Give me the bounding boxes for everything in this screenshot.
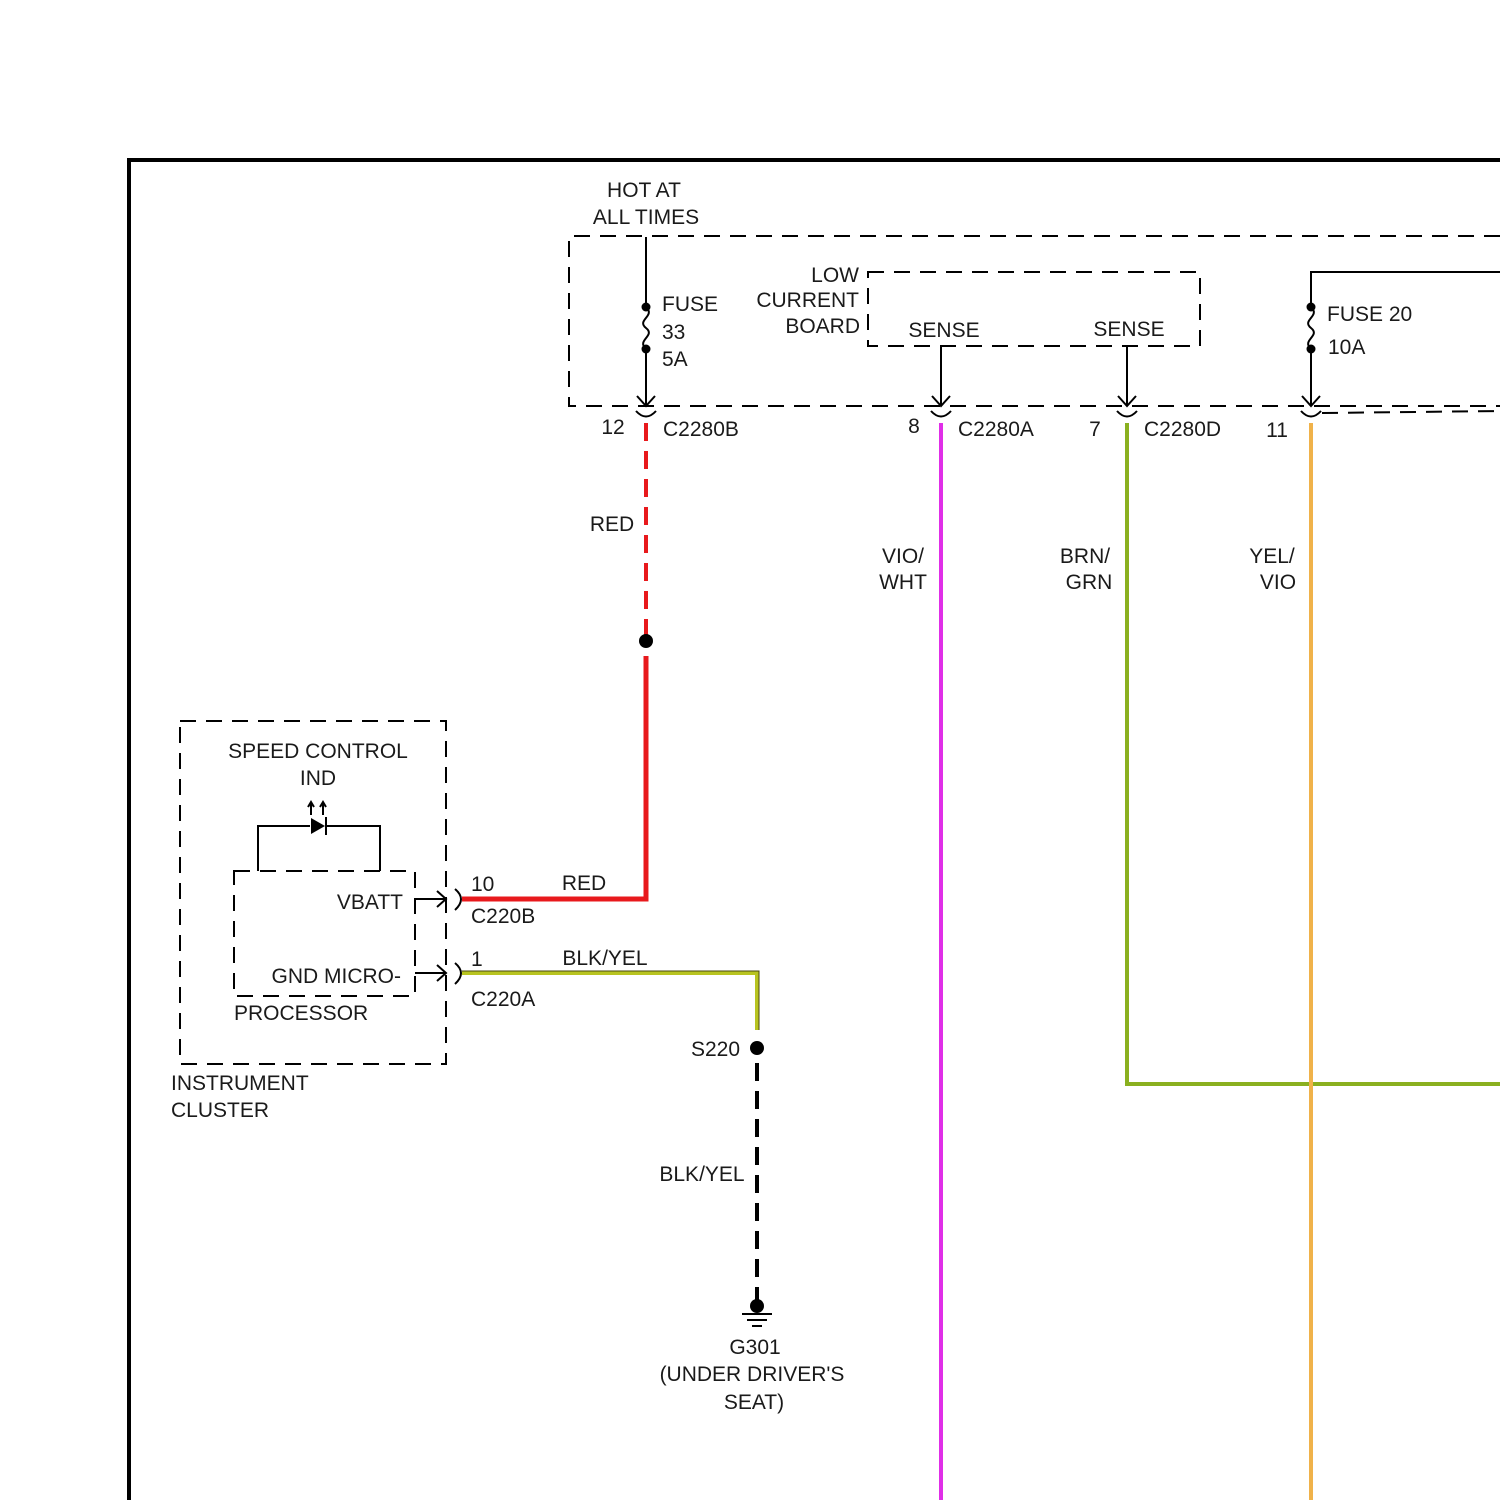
c220b-pin: 10 [471,873,494,896]
red-wire-label-horizontal: RED [562,872,606,895]
lcb-label-line1: LOW [811,264,859,287]
sense-label-1: SENSE [908,319,979,342]
fuse20-label-line2: 10A [1328,336,1365,359]
red-wire-label-vertical: RED [590,513,634,536]
c2280b-pin: 12 [601,416,624,439]
splice-s220-label: S220 [691,1038,740,1061]
instrument-cluster-label-line2: CLUSTER [171,1099,269,1122]
blk-yel-label-vertical: BLK/YEL [659,1163,744,1186]
yel-vio-label-line2: VIO [1260,571,1296,594]
fuse33-element [643,307,649,349]
fuse33-label-line1: FUSE [662,293,718,316]
led-diode-icon [311,818,325,834]
fuse33-label-line3: 5A [662,348,688,371]
ground-icon [742,1314,772,1326]
ground-location-line2: SEAT) [724,1391,784,1414]
fuse20-element [1308,307,1314,349]
brn-grn-label-line1: BRN/ [1060,545,1110,568]
hot-at-label-line2: ALL TIMES [593,206,699,229]
c2280a-name: C2280A [958,418,1034,441]
c220a-pin: 1 [471,948,483,971]
c2280d-pin: 7 [1089,418,1101,441]
ground-g301-dot [750,1299,764,1313]
c2280a-pin: 8 [908,415,920,438]
c220a-name: C220A [471,988,535,1011]
processor-label: PROCESSOR [234,1002,368,1025]
c220b-name: C220B [471,905,535,928]
red-wire-connector-dot [639,634,653,648]
speed-control-label-line2: IND [300,767,336,790]
ground-g301-label: G301 [729,1336,780,1359]
brn-grn-label-line2: GRN [1066,571,1113,594]
vio-wht-label-line2: WHT [879,571,927,594]
pin11-label: 11 [1266,419,1288,442]
brn-grn-wire [1127,423,1500,1084]
red-wire-solid [462,656,646,899]
vio-wht-label-line1: VIO/ [882,545,924,568]
splice-s220-dot [750,1041,764,1055]
lcb-label-line3: BOARD [785,315,860,338]
fuse20-label-line1: FUSE 20 [1327,303,1412,326]
fuse33-label-line2: 33 [662,321,685,344]
gnd-micro-label: GND MICRO- [272,965,402,988]
lcb-label-line2: CURRENT [756,289,859,312]
fuse20-feed [1311,272,1500,306]
c2280d-name: C2280D [1144,418,1221,441]
blk-yel-label-horizontal: BLK/YEL [562,947,647,970]
c220a-connector-mark [455,963,461,984]
instrument-cluster-label-line1: INSTRUMENT [171,1072,309,1095]
sense-label-2: SENSE [1093,318,1164,341]
c2280d-connector-mark [1117,411,1137,417]
c2280b-connector-mark [636,411,656,417]
led-light-arrows-icon [308,802,326,815]
yel-vio-label-line1: YEL/ [1249,545,1295,568]
speed-control-label-line1: SPEED CONTROL [228,740,408,763]
c220b-connector-mark [455,889,461,910]
pin11-connector-mark [1301,411,1321,417]
led-circuit-leads [258,826,380,871]
connector-dash-right [1322,411,1500,413]
hot-at-label-line1: HOT AT [607,179,681,202]
c2280b-name: C2280B [663,418,739,441]
ground-location-line1: (UNDER DRIVER'S [660,1363,845,1386]
c2280a-connector-mark [931,411,951,417]
diagram-frame [129,160,1500,1500]
vbatt-label: VBATT [337,891,403,914]
